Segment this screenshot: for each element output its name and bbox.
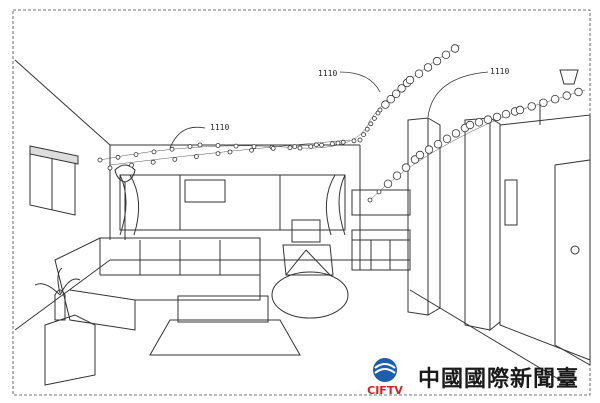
light-bead-19 — [361, 132, 367, 138]
light-bead-67 — [527, 102, 536, 111]
light-bead-47 — [335, 140, 341, 146]
light-bead-70 — [562, 91, 571, 100]
light-bead-31 — [414, 69, 424, 78]
sofa — [54, 237, 261, 331]
light-bead-7 — [215, 143, 221, 148]
light-bead-48 — [367, 197, 373, 203]
light-bead-15 — [329, 141, 335, 147]
light-bead-12 — [297, 145, 303, 151]
light-bead-21 — [368, 121, 374, 127]
light-bead-54 — [415, 150, 425, 160]
light-string — [99, 44, 586, 201]
light-bead-39 — [172, 156, 178, 162]
light-bead-62 — [483, 115, 493, 124]
light-bead-50 — [383, 179, 393, 188]
light-bead-64 — [501, 109, 511, 119]
floor-lamp — [114, 164, 136, 240]
light-bead-2 — [133, 152, 139, 158]
light-beads — [97, 44, 583, 203]
light-bead-20 — [364, 126, 370, 132]
light-bead-46 — [313, 142, 319, 148]
light-bead-66 — [515, 105, 525, 115]
light-bead-37 — [129, 162, 135, 168]
light-bead-22 — [371, 116, 377, 121]
right-room — [499, 69, 591, 366]
light-bead-60 — [465, 120, 475, 130]
light-bead-28 — [397, 84, 406, 93]
light-bead-1 — [115, 154, 121, 160]
ciftv-logo: CIFTV — [367, 358, 403, 397]
light-bead-56 — [433, 139, 443, 149]
light-bead-14 — [319, 142, 325, 148]
light-bead-30 — [405, 75, 415, 85]
light-bead-35 — [450, 44, 460, 53]
light-bead-17 — [351, 138, 357, 144]
light-bead-63 — [492, 112, 502, 122]
light-bead-18 — [357, 137, 363, 143]
light-bead-69 — [550, 94, 560, 104]
pillars — [407, 117, 501, 332]
left-wall-window — [29, 145, 79, 216]
light-bead-5 — [187, 144, 193, 149]
logo-text: CIFTV — [367, 384, 403, 397]
light-bead-11 — [287, 145, 293, 151]
light-bead-71 — [574, 87, 583, 97]
kitchen-cabinets — [351, 189, 411, 271]
drawing-frame — [12, 9, 591, 396]
light-bead-13 — [308, 144, 314, 150]
tv-stand — [271, 219, 349, 319]
light-bead-49 — [376, 189, 382, 195]
light-bead-9 — [251, 144, 257, 150]
light-bead-68 — [539, 98, 548, 107]
light-bead-34 — [441, 50, 451, 59]
light-bead-32 — [423, 63, 433, 72]
light-bead-40 — [193, 154, 199, 159]
light-bead-3 — [151, 149, 157, 155]
light-bead-8 — [233, 143, 239, 149]
light-bead-41 — [215, 151, 221, 157]
light-bead-43 — [249, 147, 255, 153]
light-bead-0 — [97, 157, 103, 163]
light-bead-27 — [392, 89, 401, 98]
back-window — [119, 174, 346, 236]
ref-label-center: 1110 — [318, 69, 337, 78]
light-bead-16 — [340, 139, 346, 145]
light-bead-38 — [150, 159, 156, 165]
room-structure — [14, 59, 561, 381]
side-table — [34, 267, 96, 386]
light-bead-6 — [197, 142, 203, 148]
light-bead-42 — [227, 149, 233, 155]
light-bead-58 — [451, 129, 461, 138]
light-bead-57 — [442, 134, 452, 143]
light-bead-33 — [432, 56, 442, 66]
light-bead-51 — [392, 171, 402, 180]
light-bead-61 — [474, 118, 484, 127]
coffee-table — [149, 295, 301, 356]
light-bead-25 — [381, 100, 390, 109]
light-bead-52 — [401, 163, 411, 172]
brand-name: 中國國際新聞臺 — [418, 367, 580, 392]
ref-label-left: 1110 — [210, 123, 229, 132]
light-bead-36 — [107, 165, 113, 171]
light-bead-55 — [424, 145, 434, 154]
light-bead-26 — [386, 94, 395, 104]
ref-label-right: 1110 — [490, 67, 509, 76]
light-bead-4 — [169, 146, 175, 152]
light-bead-24 — [377, 107, 383, 113]
leader-lines — [169, 71, 489, 149]
light-bead-45 — [292, 144, 298, 150]
light-bead-44 — [270, 145, 276, 151]
